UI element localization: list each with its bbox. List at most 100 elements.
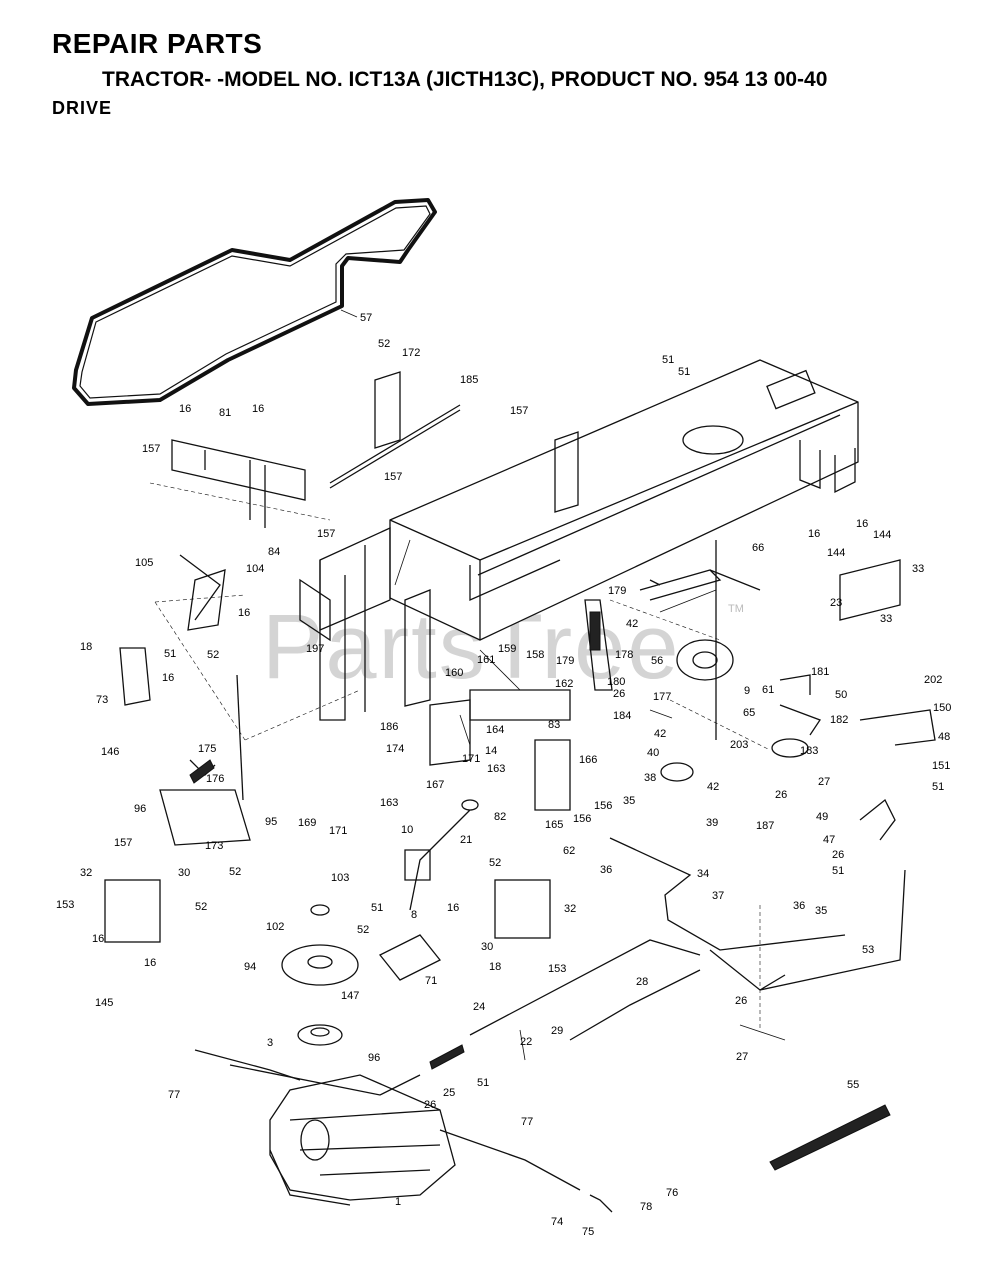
- callout-label: 156: [594, 800, 612, 812]
- callout-label: 153: [56, 899, 74, 911]
- callout-label: 175: [198, 743, 216, 755]
- callout-label: 150: [933, 702, 951, 714]
- callout-label: 42: [626, 618, 638, 630]
- callout-label: 176: [206, 773, 224, 785]
- callout-label: 16: [92, 933, 104, 945]
- callout-label: 29: [551, 1025, 563, 1037]
- callout-label: 164: [486, 724, 504, 736]
- callout-label: 75: [582, 1226, 594, 1238]
- callout-label: 151: [932, 760, 950, 772]
- callout-label: 178: [615, 649, 633, 661]
- callout-label: 158: [526, 649, 544, 661]
- callout-label: 161: [477, 654, 495, 666]
- callout-label: 81: [219, 407, 231, 419]
- callout-label: 56: [651, 655, 663, 667]
- callout-label: 94: [244, 961, 256, 973]
- callout-label: 55: [847, 1079, 859, 1091]
- callout-label: 30: [178, 867, 190, 879]
- spring-25: [429, 1044, 465, 1070]
- idler-bracket: [378, 934, 442, 981]
- callout-label: 16: [179, 403, 191, 415]
- callout-label: 40: [647, 747, 659, 759]
- callout-label: 159: [498, 643, 516, 655]
- callout-label: 27: [736, 1051, 748, 1063]
- callout-label: 8: [411, 909, 417, 921]
- callout-label: 197: [306, 643, 324, 655]
- callout-label: 30: [481, 941, 493, 953]
- callout-label: 156: [573, 813, 591, 825]
- shift-lever: [404, 799, 479, 911]
- callout-label: 26: [735, 995, 747, 1007]
- callout-label: 14: [485, 745, 497, 757]
- callout-label: 203: [730, 739, 748, 751]
- callout-label: 25: [443, 1087, 455, 1099]
- callout-label: 183: [800, 745, 818, 757]
- callout-label: 22: [520, 1036, 532, 1048]
- callout-label: 49: [816, 811, 828, 823]
- callout-label: 16: [238, 607, 250, 619]
- callout-label: 160: [445, 667, 463, 679]
- callout-label: 180: [607, 676, 625, 688]
- callout-label: 52: [195, 901, 207, 913]
- leader-lines: [340, 309, 786, 1061]
- callout-label: 157: [384, 471, 402, 483]
- callout-label: 77: [521, 1116, 533, 1128]
- callout-label: 146: [101, 746, 119, 758]
- callout-label: 16: [162, 672, 174, 684]
- pulley-94: [281, 904, 359, 986]
- callout-label: 52: [229, 866, 241, 878]
- callout-label: 153: [548, 963, 566, 975]
- callout-label: 96: [134, 803, 146, 815]
- callout-label: 83: [548, 719, 560, 731]
- callout-label: 35: [623, 795, 635, 807]
- callout-label: 166: [579, 754, 597, 766]
- callout-label: 33: [880, 613, 892, 625]
- watermark-trademark: TM: [728, 603, 744, 615]
- callout-label: 26: [775, 789, 787, 801]
- callout-label: 185: [460, 374, 478, 386]
- drive-belt-inner: [79, 205, 431, 399]
- callout-label: 84: [268, 546, 280, 558]
- callout-label: 3: [267, 1037, 273, 1049]
- callout-label: 27: [818, 776, 830, 788]
- callout-label: 36: [793, 900, 805, 912]
- callout-label: 38: [644, 772, 656, 784]
- callout-label: 157: [510, 405, 528, 417]
- callout-label: 65: [743, 707, 755, 719]
- callout-label: 104: [246, 563, 264, 575]
- callout-label: 179: [608, 585, 626, 597]
- callout-label: 105: [135, 557, 153, 569]
- callout-label: 51: [164, 648, 176, 660]
- callout-label: 147: [341, 990, 359, 1002]
- callout-label: 184: [613, 710, 631, 722]
- frame-assembly: [319, 359, 859, 721]
- callout-label: 171: [329, 825, 347, 837]
- callout-label: 26: [832, 849, 844, 861]
- callout-label: 144: [827, 547, 845, 559]
- callout-label: 18: [489, 961, 501, 973]
- callout-label: 52: [489, 857, 501, 869]
- callout-label: 1: [395, 1196, 401, 1208]
- callout-label: 35: [815, 905, 827, 917]
- callout-label: 16: [144, 957, 156, 969]
- callout-label: 24: [473, 1001, 485, 1013]
- callout-label: 172: [402, 347, 420, 359]
- callout-label: 21: [460, 834, 472, 846]
- callout-label: 73: [96, 694, 108, 706]
- callout-label: 39: [706, 817, 718, 829]
- callout-label: 32: [80, 867, 92, 879]
- callout-label: 77: [168, 1089, 180, 1101]
- callout-label: 179: [556, 655, 574, 667]
- callout-label: 186: [380, 721, 398, 733]
- callout-label: 181: [811, 666, 829, 678]
- callout-label: 78: [640, 1201, 652, 1213]
- callout-label: 202: [924, 674, 942, 686]
- callout-label: 167: [426, 779, 444, 791]
- callout-label: 52: [357, 924, 369, 936]
- callout-label: 16: [808, 528, 820, 540]
- callout-label: 26: [613, 688, 625, 700]
- callout-label: 173: [205, 840, 223, 852]
- callout-label: 48: [938, 731, 950, 743]
